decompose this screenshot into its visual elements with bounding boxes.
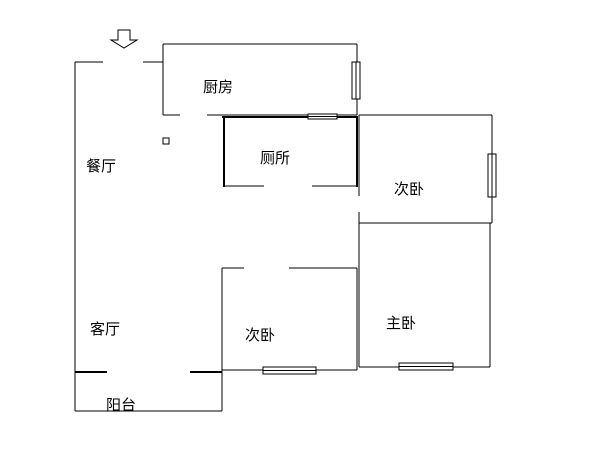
room-label-kitchen: 厨房 [203,78,233,96]
walls [74,43,493,412]
bedroom-right-window [487,153,497,198]
windows [262,61,497,375]
kitchen-window [351,61,361,100]
room-label-toilet: 厕所 [260,149,290,167]
room-label-dining: 餐厅 [86,157,116,175]
bedroom-bottom-window [262,366,317,375]
room-label-second-bedroom-right: 次卧 [394,180,424,198]
master-window [398,362,454,371]
room-labels: 厨房 厕所 餐厅 次卧 客厅 次卧 主卧 阳台 [86,78,424,414]
column [162,137,170,145]
room-label-living: 客厅 [90,320,120,338]
room-label-master-bedroom: 主卧 [386,314,416,332]
kitchen-toilet-window [307,113,338,120]
room-label-balcony: 阳台 [106,396,136,414]
room-label-second-bedroom-bottom: 次卧 [245,326,275,344]
down-arrow-icon [109,29,139,49]
